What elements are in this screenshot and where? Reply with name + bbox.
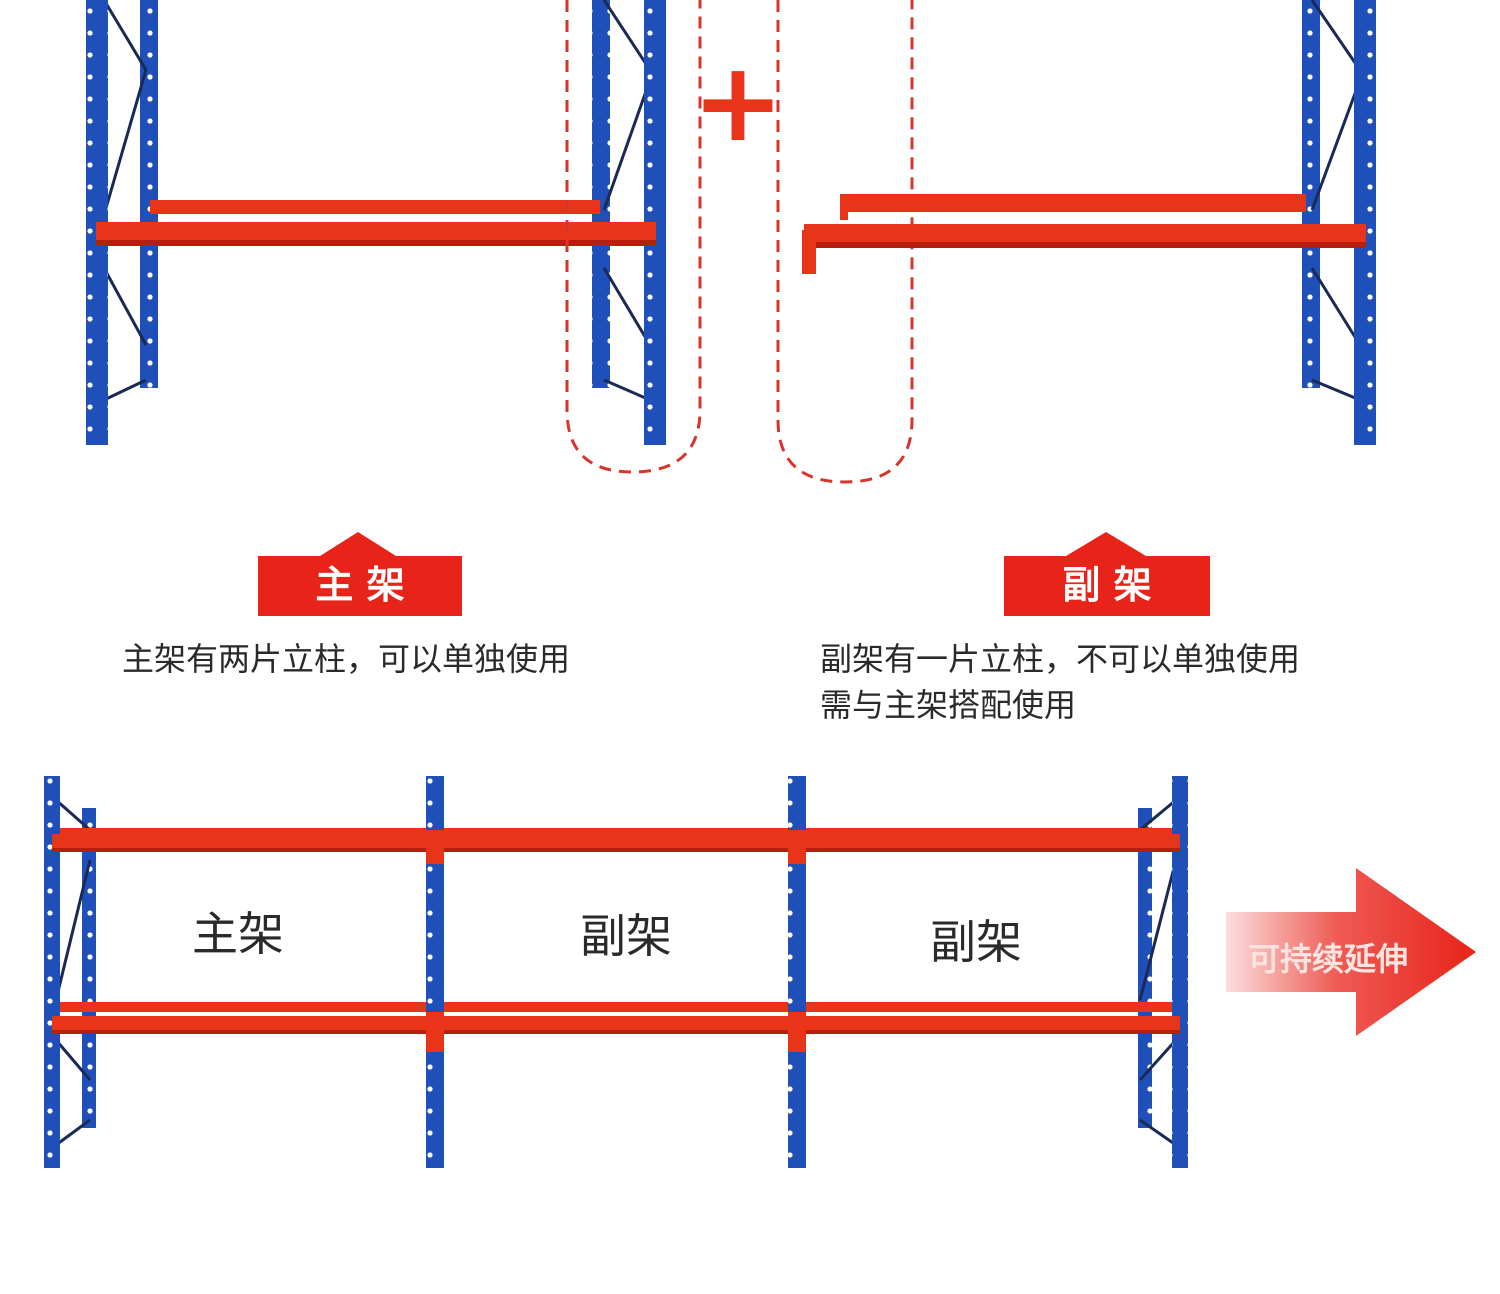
assembly-back-right-upright <box>1138 808 1152 1128</box>
main-frame-right-bracing <box>602 0 652 402</box>
assembly-top-back-beam <box>60 828 1172 838</box>
sub-frame-tag-label: 副 架 <box>1062 563 1151 607</box>
assembly-top-front-beam <box>52 834 1180 852</box>
assembly-bottom-back-beam <box>60 1002 1172 1012</box>
assembly-upright-3 <box>788 776 806 1168</box>
assembly-back-left-upright <box>82 808 96 1128</box>
main-frame-tag: 主 架 <box>258 532 462 616</box>
sub-frame-description-line1: 副架有一片立柱，不可以单独使用 <box>820 640 1301 678</box>
sub-frame-tag: 副 架 <box>1004 532 1210 616</box>
sub-frame-front-beam-shadow <box>804 242 1366 248</box>
sub-frame-front-upright <box>1354 0 1376 445</box>
main-frame-left-bracing <box>102 0 148 402</box>
assembly-top-front-beam-shadow <box>52 848 1180 852</box>
bay-label-3: 副架 <box>930 915 1022 969</box>
connector-3-top <box>788 830 806 864</box>
sub-frame-description-line2: 需与主架搭配使用 <box>820 686 1077 724</box>
sub-frame-bracing <box>1310 0 1362 402</box>
extend-arrow-icon: 可持续延伸 <box>1226 868 1476 1036</box>
assembly-upright-2 <box>426 776 444 1168</box>
extend-arrow-label: 可持续延伸 <box>1248 940 1408 978</box>
sub-frame-illustration <box>802 0 1376 445</box>
main-frame-illustration <box>86 0 666 445</box>
main-frame-dashed-outline <box>565 0 702 474</box>
main-frame-front-beam-shadow <box>96 240 656 246</box>
assembly-bottom-front-beam <box>52 1016 1180 1034</box>
assembly-left-bracing <box>54 798 92 1147</box>
sub-frame-back-upright <box>1302 0 1320 388</box>
bay-label-2: 副架 <box>580 909 672 963</box>
sub-frame-back-beam-connector <box>840 194 848 220</box>
sub-frame-dashed-outline <box>776 0 914 484</box>
main-frame-back-beam <box>150 200 600 214</box>
assembly-right-bracing <box>1138 798 1178 1147</box>
sub-frame-back-beam <box>842 194 1306 212</box>
assembly-upright-4 <box>1172 776 1188 1168</box>
main-frame-back-right-upright <box>592 0 610 388</box>
main-frame-back-left-upright <box>140 0 158 388</box>
plus-sign: + <box>692 38 784 166</box>
connector-3-bottom <box>788 1012 806 1052</box>
connector-2-top <box>426 830 444 864</box>
assembly-illustration: 主架 副架 副架 <box>44 776 1188 1168</box>
main-frame-tag-label: 主 架 <box>315 563 404 607</box>
sub-frame-front-beam-connector <box>802 230 816 274</box>
assembly-bottom-front-beam-shadow <box>52 1030 1180 1034</box>
connector-2-bottom <box>426 1012 444 1052</box>
assembly-upright-1 <box>44 776 60 1168</box>
main-frame-description: 主架有两片立柱，可以单独使用 <box>122 640 571 678</box>
bay-label-1: 主架 <box>192 907 284 961</box>
